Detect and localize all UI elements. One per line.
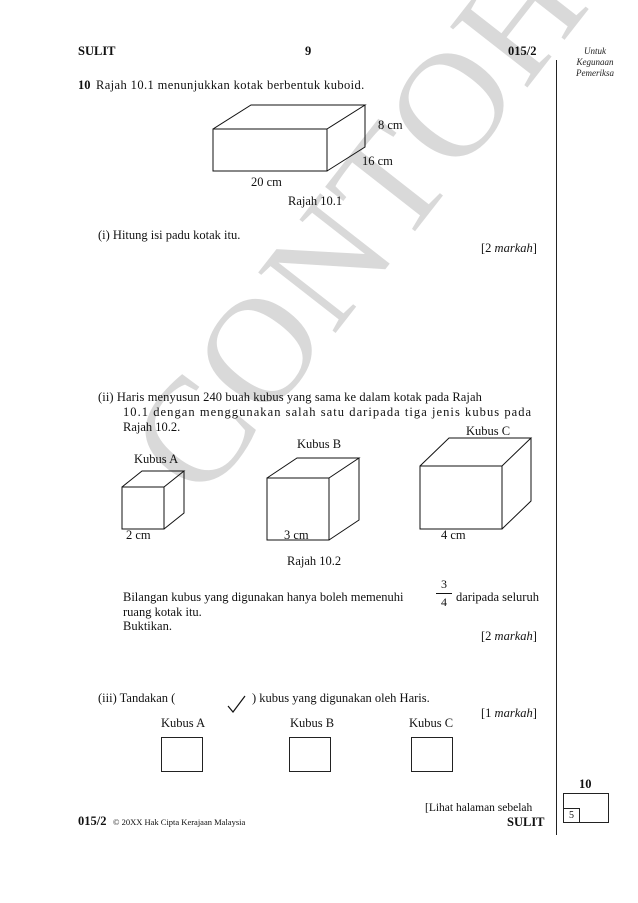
part-iii-marks: [1 markah]: [481, 706, 537, 720]
cube-c-size: 4 cm: [441, 528, 466, 542]
option-label-a: Kubus A: [161, 716, 206, 730]
figure-10-2-caption: Rajah 10.2: [287, 554, 342, 568]
question-intro: Rajah 10.1 menunjukkan kotak berbentuk k…: [96, 78, 365, 92]
cube-c-name: Kubus C: [466, 424, 511, 438]
score-total-marks: 10: [579, 777, 592, 791]
answer-box-kubus-a[interactable]: [161, 737, 203, 772]
footer-paper-code: 015/2: [78, 814, 107, 828]
header-page-number: 9: [305, 44, 312, 58]
part-iii-question-post: ) kubus yang digunakan oleh Haris.: [252, 691, 430, 705]
answer-box-kubus-b[interactable]: [289, 737, 331, 772]
cube-c-figure: [419, 437, 533, 530]
cuboid-depth-label: 16 cm: [362, 154, 393, 168]
option-label-b: Kubus B: [290, 716, 335, 730]
option-label-c: Kubus C: [409, 716, 454, 730]
part-ii-line2: 10.1 dengan menggunakan salah satu darip…: [123, 405, 533, 419]
part-ii-marks: [2 markah]: [481, 629, 537, 643]
figure-10-1-caption: Rajah 10.1: [288, 194, 343, 208]
footer-sulit: SULIT: [507, 815, 545, 829]
part-iii-question-pre: (iii) Tandakan (: [98, 691, 176, 705]
cube-a-size: 2 cm: [126, 528, 151, 542]
cube-b-name: Kubus B: [297, 437, 342, 451]
answer-box-kubus-c[interactable]: [411, 737, 453, 772]
examiner-margin-line: [556, 60, 557, 835]
cube-a-figure: [121, 470, 186, 530]
part-i-marks: [2 markah]: [481, 241, 537, 255]
statement-line1-pre: Bilangan kubus yang digunakan hanya bole…: [123, 590, 404, 604]
cuboid-height-label: 8 cm: [378, 118, 403, 132]
footer-copyright: © 20XX Hak Cipta Kerajaan Malaysia: [113, 817, 246, 827]
part-ii-line3: Rajah 10.2.: [123, 420, 181, 434]
cube-b-size: 3 cm: [284, 528, 309, 542]
tick-icon: [227, 695, 246, 713]
part-ii-line1: (ii) Haris menyusun 240 buah kubus yang …: [98, 390, 482, 404]
statement-line3: Buktikan.: [123, 619, 172, 633]
part-i-question: (i) Hitung isi padu kotak itu.: [98, 228, 241, 242]
footer-next-page: [Lihat halaman sebelah: [425, 802, 533, 814]
examiner-margin-note: Untuk Kegunaan Pemeriksa: [576, 46, 614, 78]
question-number: 10: [78, 78, 91, 92]
cuboid-width-label: 20 cm: [251, 175, 282, 189]
cube-a-name: Kubus A: [134, 452, 179, 466]
score-question-number: 5: [563, 808, 580, 823]
header-sulit: SULIT: [78, 44, 116, 58]
header-paper-code: 015/2: [508, 44, 537, 58]
statement-line1-post: daripada seluruh: [456, 590, 539, 604]
statement-line2: ruang kotak itu.: [123, 605, 202, 619]
cube-b-figure: [266, 457, 361, 541]
fraction-three-quarters: 3 4: [436, 577, 452, 610]
cuboid-figure: [212, 104, 367, 172]
